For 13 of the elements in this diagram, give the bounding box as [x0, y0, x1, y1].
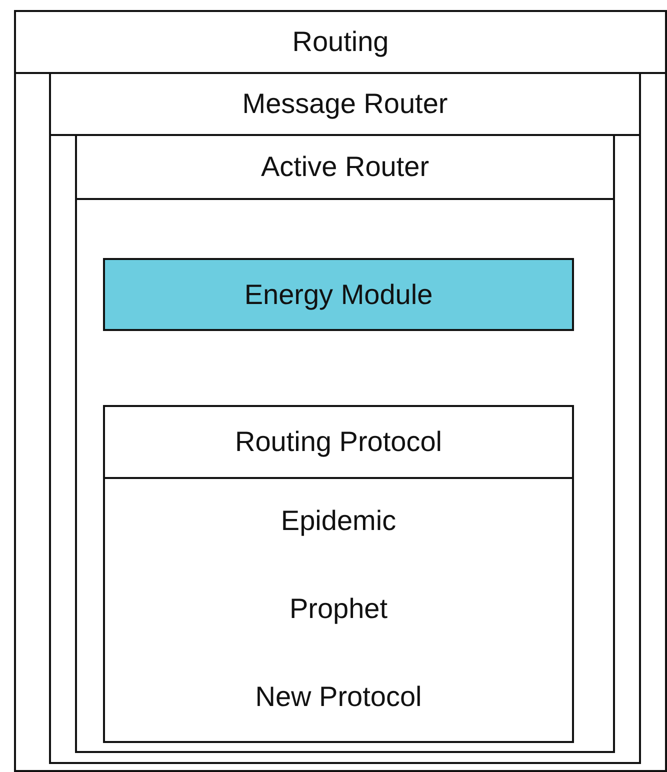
container-box: [49, 72, 641, 764]
container-box: [14, 10, 667, 772]
module-box: [103, 258, 574, 331]
module-label: Energy Module: [244, 278, 433, 310]
protocol-name: Epidemic: [280, 505, 396, 536]
heading: Routing Protocol: [234, 426, 442, 458]
protocol-name: New Protocol: [255, 681, 422, 712]
container-box: [75, 134, 615, 753]
heading: Routing: [292, 26, 389, 58]
container-box: [103, 405, 574, 743]
heading: Active Router: [260, 151, 430, 183]
heading: Message Router: [242, 88, 448, 120]
protocol-name: Prophet: [289, 593, 388, 624]
